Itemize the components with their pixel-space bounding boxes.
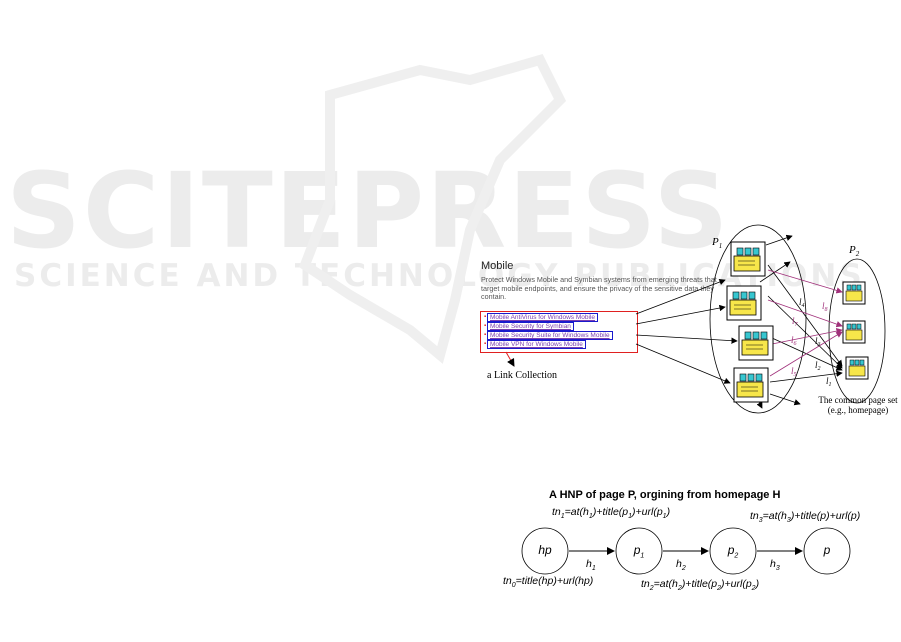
node-label-hp: hp — [538, 543, 552, 557]
watermark-sub: SCIENCE AND TECHNOLOGY PUBLICATIONS — [14, 258, 865, 294]
link-label-l1: l1 — [826, 376, 832, 388]
watermark-main: SCITEPRESS — [6, 150, 731, 272]
common-link-purple — [769, 331, 843, 377]
link-arrow — [635, 304, 726, 325]
node-hp — [521, 527, 569, 575]
common-link-purple — [767, 299, 843, 328]
link-text[interactable]: Mobile Security for Symbian — [490, 323, 571, 330]
common-link — [767, 264, 843, 367]
node-label-p: p — [823, 543, 831, 557]
node-p — [803, 527, 851, 575]
link-item[interactable]: ▪ Mobile VPN for Windows Mobile — [484, 340, 586, 349]
node-label-p2: p2 — [727, 543, 739, 560]
link-label-l7: l7 — [792, 316, 799, 328]
p1-ellipse — [709, 224, 807, 414]
link-text[interactable]: Mobile AntiVirus for Windows Mobile — [490, 314, 596, 321]
bullet-icon: ▪ — [484, 341, 487, 347]
bullet-icon: ▪ — [484, 323, 487, 329]
bullet-icon: ▪ — [484, 314, 487, 320]
common-link-purple — [771, 327, 843, 345]
hnp-title: A HNP of page P, orgining from homepage … — [549, 489, 781, 501]
p2-label: P2 — [848, 244, 860, 258]
snippet-title: Mobile — [481, 260, 514, 272]
link-text[interactable]: Mobile Security Suite for Windows Mobile — [490, 332, 610, 339]
link-arrow — [635, 343, 731, 384]
equation-tn2: tn2=at(h2)+title(p2)+url(p2) — [641, 578, 760, 593]
link-label-l4: l4 — [799, 297, 805, 309]
link-arrow — [635, 334, 738, 344]
common-link-purple — [767, 269, 843, 294]
common-link — [767, 295, 843, 369]
link-text[interactable]: Mobile VPN for Windows Mobile — [490, 341, 583, 348]
common-label-line2: (e.g., homepage) — [827, 405, 889, 415]
outgoing-arrow — [769, 393, 801, 406]
page-snippet: Mobile Protect Windows Mobile and Symbia… — [481, 260, 736, 302]
link-collection-label: a Link Collection — [487, 370, 557, 381]
equation-tn0: tn0=title(hp)+url(hp) — [503, 575, 594, 590]
equation-tn1: tn1=at(h1)+title(p1)+url(p1) — [552, 506, 671, 521]
common-link — [769, 370, 843, 383]
common-link — [771, 337, 843, 371]
link-label-l8: l8 — [822, 301, 828, 313]
link-collection-pointer — [505, 351, 515, 367]
edge-label-h1: h1 — [586, 558, 596, 573]
snippet-description: Protect Windows Mobile and Symbian syste… — [481, 275, 717, 302]
node-p2 — [709, 527, 757, 575]
bullet-icon: ▪ — [484, 332, 487, 338]
link-label-l5: l5 — [791, 366, 797, 378]
edge-label-h3: h3 — [770, 558, 780, 573]
link-item[interactable]: ▪ Mobile AntiVirus for Windows Mobile — [484, 313, 599, 322]
link-collection-box: ▪ Mobile AntiVirus for Windows Mobile ▪ … — [480, 311, 638, 353]
link-arrow — [635, 279, 726, 315]
p1-label: P1 — [711, 236, 722, 250]
edge-label-h2: h2 — [676, 558, 686, 573]
node-p1 — [615, 527, 663, 575]
link-label-l2: l2 — [815, 360, 821, 372]
p2-ellipse — [828, 258, 886, 404]
equation-tn3: tn3=at(h3)+title(p)+url(p) — [750, 510, 861, 525]
link-label-l3: l3 — [815, 336, 821, 348]
link-label-l6: l6 — [791, 335, 797, 347]
common-label-line1: The common page set — [818, 395, 898, 405]
outgoing-arrow — [765, 234, 793, 246]
node-label-p1: p1 — [633, 543, 645, 560]
common-page-set-label: The common page set (e.g., homepage) — [808, 395, 901, 415]
link-item[interactable]: ▪ Mobile Security for Symbian — [484, 322, 574, 331]
link-item[interactable]: ▪ Mobile Security Suite for Windows Mobi… — [484, 331, 613, 340]
